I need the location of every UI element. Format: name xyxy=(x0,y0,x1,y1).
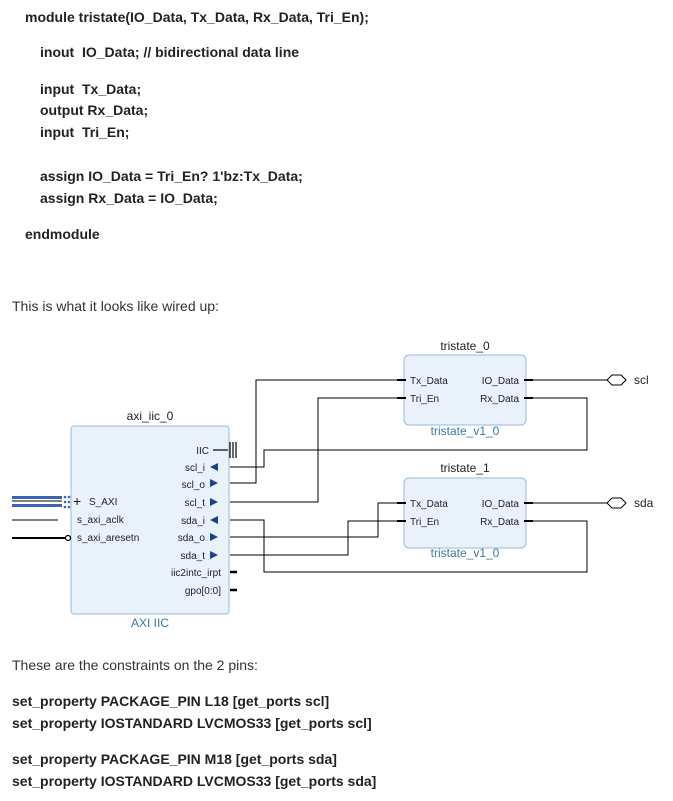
tristate-0-body xyxy=(403,354,527,426)
port-s-axi-aresetn: s_axi_aresetn xyxy=(77,533,139,544)
tristate-0-block: tristate_0 Tx_Data Tri_En IO_Data Rx_Dat… xyxy=(397,339,533,438)
wire-sda-i xyxy=(230,519,588,573)
s-axi-bus xyxy=(12,495,71,509)
axi-iic-block: axi_iic_0 AXI IIC IIC scl_i scl_o scl_t … xyxy=(64,409,237,630)
wires xyxy=(12,379,608,573)
axi-iic-type: AXI IIC xyxy=(131,616,169,630)
tristate-0-type: tristate_v1_0 xyxy=(431,424,500,438)
tristate-0-instance-name: tristate_0 xyxy=(440,339,490,353)
tristate-0-port-io-data: IO_Data xyxy=(482,376,520,387)
tristate-1-body xyxy=(403,477,527,549)
tristate-0-port-tri-en: Tri_En xyxy=(410,394,439,405)
tristate-1-type: tristate_v1_0 xyxy=(431,546,500,560)
code-input-tri: input Tri_En; xyxy=(40,124,130,140)
code-endmodule: endmodule xyxy=(25,226,100,242)
scl-port-label: scl xyxy=(634,373,649,387)
code-assign-rx: assign Rx_Data = IO_Data; xyxy=(40,190,218,206)
port-s-axi: S_AXI xyxy=(89,497,117,508)
port-s-axi-aclk: s_axi_aclk xyxy=(77,515,125,526)
tristate-1-block: tristate_1 Tx_Data Tri_En IO_Data Rx_Dat… xyxy=(397,461,533,560)
wire-scl-i xyxy=(230,397,588,468)
port-gpo: gpo[0:0] xyxy=(185,586,221,597)
wire-sda-t xyxy=(230,520,406,556)
sda-port-label: sda xyxy=(634,496,654,510)
output-arrow-icon xyxy=(210,533,218,541)
port-scl-i: scl_i xyxy=(185,463,205,474)
active-low-icon xyxy=(64,534,72,542)
code-assign-io: assign IO_Data = Tri_En? 1'bz:Tx_Data; xyxy=(40,168,303,184)
axi-iic-instance-name: axi_iic_0 xyxy=(127,409,174,423)
tristate-0-port-tx-data: Tx_Data xyxy=(410,376,448,387)
constraint-scl-iostandard: set_property IOSTANDARD LVCMOS33 [get_po… xyxy=(12,715,372,731)
tristate-0-port-rx-data: Rx_Data xyxy=(480,394,519,405)
wire-sda-o xyxy=(230,502,406,538)
port-iic: IIC xyxy=(196,446,209,457)
port-sda-o: sda_o xyxy=(178,533,206,544)
port-scl-o: scl_o xyxy=(182,480,206,491)
port-sda-t: sda_t xyxy=(181,551,206,562)
port-sda-i: sda_i xyxy=(181,516,205,527)
code-inout-line: inout IO_Data; // bidirectional data lin… xyxy=(40,44,300,60)
output-arrow-icon xyxy=(210,551,218,559)
tristate-1-port-tx-data: Tx_Data xyxy=(410,499,448,510)
code-input-tx: input Tx_Data; xyxy=(40,81,142,97)
scl-external-port: scl xyxy=(606,373,649,387)
input-arrow-icon xyxy=(210,463,218,471)
output-arrow-icon xyxy=(210,479,218,487)
tristate-1-port-io-data: IO_Data xyxy=(482,499,520,510)
tristate-1-instance-name: tristate_1 xyxy=(440,461,490,475)
wired-intro-text: This is what it looks like wired up: xyxy=(12,298,219,314)
iic-bus-icon xyxy=(213,442,237,458)
axi-iic-body xyxy=(70,425,230,615)
plus-icon: + xyxy=(73,493,81,509)
constraint-scl-pin: set_property PACKAGE_PIN L18 [get_ports … xyxy=(12,693,330,709)
code-output-rx: output Rx_Data; xyxy=(40,102,149,118)
output-arrow-icon xyxy=(210,498,218,506)
port-iic2intc-irpt: iic2intc_irpt xyxy=(171,568,221,579)
constraints-intro-text: These are the constraints on the 2 pins: xyxy=(12,657,258,673)
sda-external-port: sda xyxy=(606,496,654,510)
block-diagram: axi_iic_0 AXI IIC IIC scl_i scl_o scl_t … xyxy=(12,339,654,630)
tristate-1-port-rx-data: Rx_Data xyxy=(480,517,519,528)
wire-scl-o xyxy=(230,379,406,484)
port-scl-t: scl_t xyxy=(184,498,205,509)
input-arrow-icon xyxy=(210,516,218,524)
code-module-declaration: module tristate(IO_Data, Tx_Data, Rx_Dat… xyxy=(25,9,369,25)
constraint-sda-iostandard: set_property IOSTANDARD LVCMOS33 [get_po… xyxy=(12,773,377,789)
tristate-1-port-tri-en: Tri_En xyxy=(410,517,439,528)
bidirectional-port-icon xyxy=(606,374,627,386)
constraint-sda-pin: set_property PACKAGE_PIN M18 [get_ports … xyxy=(12,751,337,767)
bidirectional-port-icon xyxy=(606,497,627,509)
